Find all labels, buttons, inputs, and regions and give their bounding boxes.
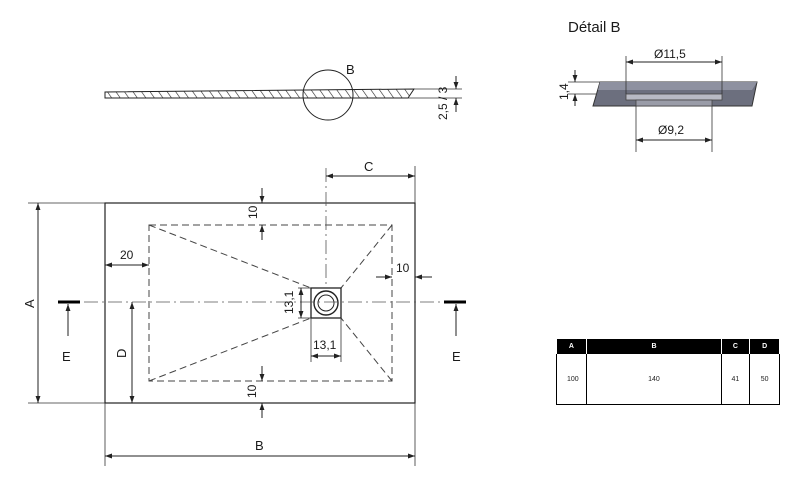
detail-dim-bottom: Ø9,2 bbox=[658, 123, 684, 137]
drain-body-shade bbox=[598, 82, 757, 90]
dim-left-margin: 20 bbox=[120, 248, 134, 262]
table-header-row: A B C D bbox=[556, 339, 780, 354]
drain-grate bbox=[625, 93, 723, 101]
detail-b-view: Détail B Ø11,5 Ø9,2 1,4 bbox=[557, 19, 758, 152]
dim-label-d: D bbox=[114, 349, 129, 358]
drain bbox=[310, 287, 342, 319]
drain-ring-outer bbox=[313, 290, 339, 316]
slope-area bbox=[148, 224, 393, 382]
table-header: C bbox=[721, 339, 751, 354]
dim-top-margin: 10 bbox=[246, 205, 260, 219]
table-cell: 140 bbox=[586, 354, 722, 405]
table-row: 100 140 41 50 bbox=[555, 354, 780, 405]
table-cell: 41 bbox=[720, 354, 750, 405]
plan-view: C A B D 10 10 20 10 13,1 bbox=[22, 159, 466, 466]
table-cell: 50 bbox=[749, 354, 780, 405]
drain-ring-inner bbox=[317, 294, 335, 312]
tray-profile bbox=[104, 88, 415, 99]
drain-height-dim: 13,1 bbox=[282, 290, 296, 314]
thickness-dimension: 2,5 / 3 bbox=[436, 86, 450, 120]
dim-label-a: A bbox=[22, 299, 37, 308]
dim-right-margin: 10 bbox=[396, 261, 410, 275]
drain-outlet bbox=[635, 99, 713, 107]
dim-label-b: B bbox=[255, 438, 264, 453]
table-header: A bbox=[556, 339, 588, 354]
section-marker-right: E bbox=[452, 349, 461, 364]
dim-bottom-margin: 10 bbox=[245, 384, 259, 398]
drain-width-dim: 13,1 bbox=[313, 338, 337, 352]
side-view: B 2,5 / 3 bbox=[104, 62, 462, 121]
dimensions-table: A B C D 100 140 41 50 bbox=[555, 339, 780, 405]
detail-callout-label: B bbox=[346, 62, 355, 77]
dim-label-c: C bbox=[364, 159, 373, 174]
detail-dim-height: 1,4 bbox=[557, 83, 571, 100]
tray-outline bbox=[104, 202, 416, 404]
detail-title: Détail B bbox=[568, 19, 621, 36]
table-header: D bbox=[749, 339, 780, 354]
detail-callout-circle bbox=[302, 69, 354, 121]
section-marker-left: E bbox=[62, 349, 71, 364]
table-cell: 100 bbox=[555, 354, 587, 405]
detail-dim-top: Ø11,5 bbox=[654, 47, 686, 61]
table-header: B bbox=[586, 339, 722, 354]
